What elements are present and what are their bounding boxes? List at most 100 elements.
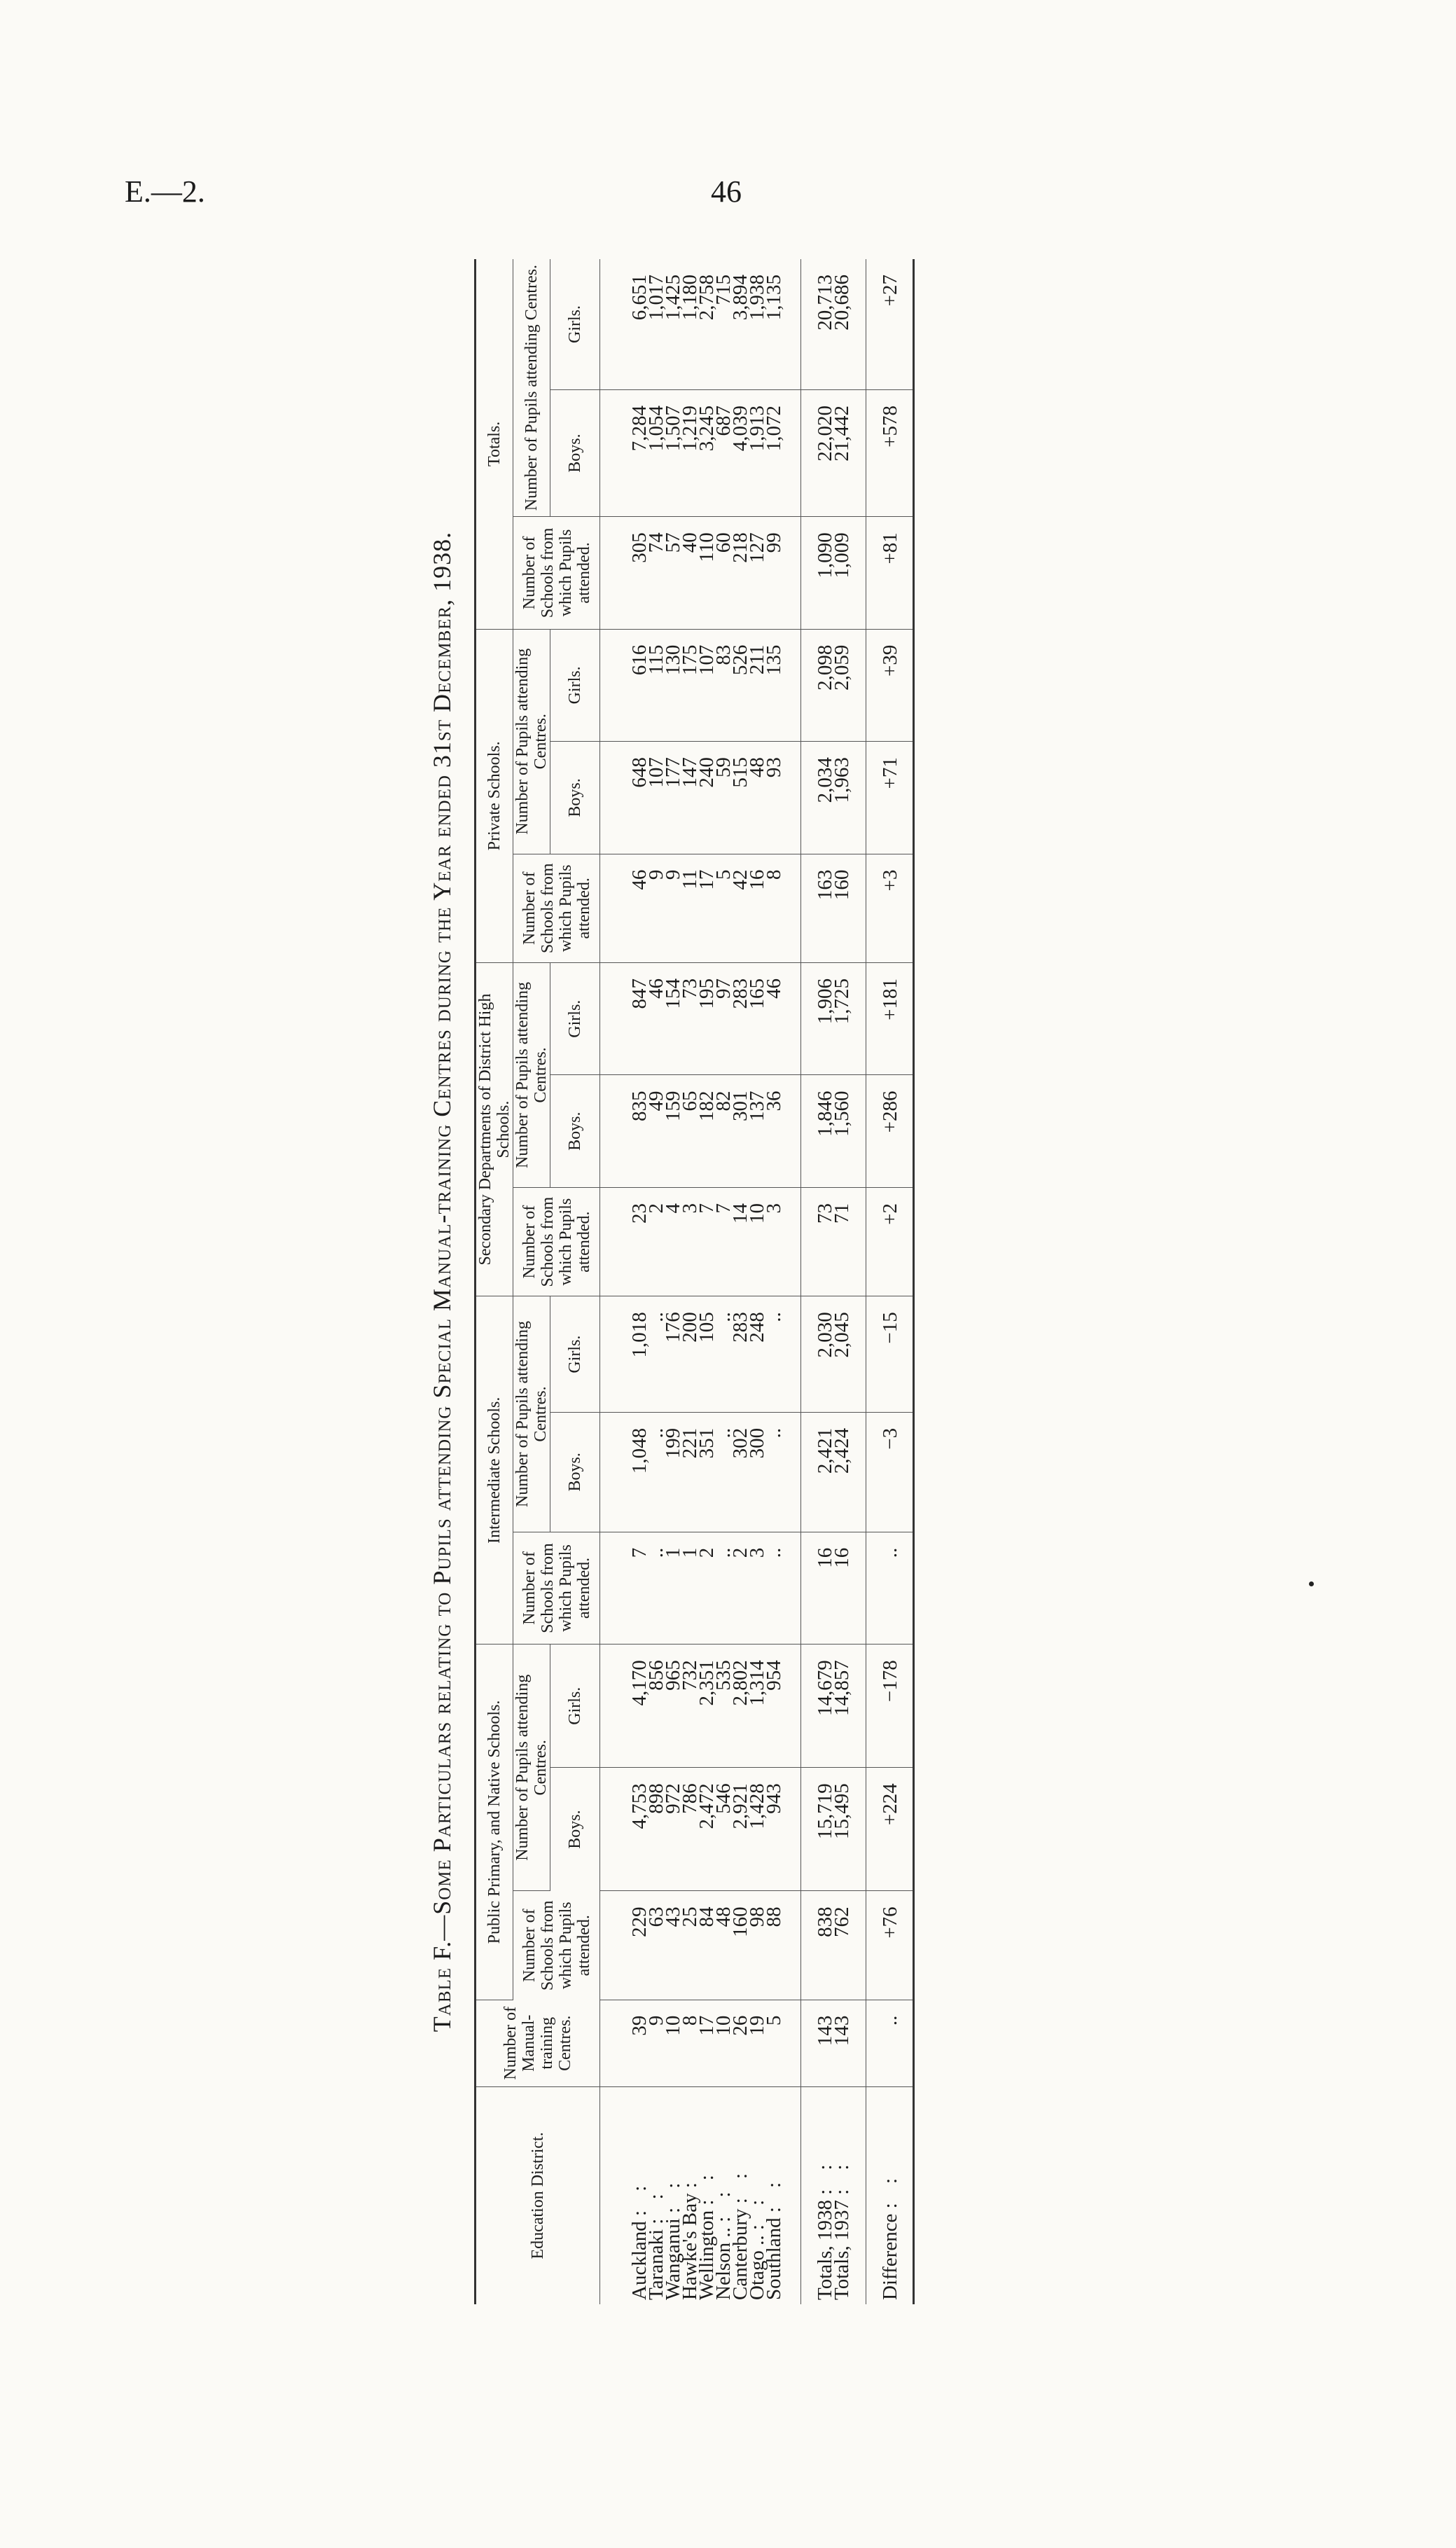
value-cell: 648 [599, 741, 651, 854]
value-cell: 46 [763, 962, 801, 1075]
header-boys: Boys. [550, 389, 600, 517]
header-pupils: Number of Pupils attending Centres. [513, 629, 550, 854]
value-cell: 7 [599, 1532, 651, 1645]
header-boys: Boys. [550, 741, 600, 854]
value-cell: 1,846 [800, 1074, 836, 1188]
header-centres: Number of Manual-training Centres. [475, 2000, 600, 2087]
value-cell: +39 [866, 629, 914, 742]
table-title-text: —Some Particulars relating to Pupils att… [428, 531, 456, 1941]
value-cell: 943 [763, 1767, 801, 1891]
header-pupils: Number of Pupils attending Centres. [513, 1644, 550, 1891]
value-cell: 954 [763, 1644, 801, 1768]
value-cell: −178 [866, 1644, 914, 1768]
value-cell: 14,679 [800, 1644, 836, 1768]
value-cell: .. [866, 1532, 914, 1645]
value-cell: +71 [866, 741, 914, 854]
leader-dots: : : [763, 2175, 785, 2213]
value-cell: .. [763, 1412, 801, 1532]
value-cell: 36 [763, 1074, 801, 1188]
value-cell: 17 [695, 2000, 718, 2087]
value-cell: 305 [599, 516, 651, 630]
value-cell: 2,059 [831, 629, 866, 742]
leader-dots: : : [879, 2170, 901, 2209]
district-cell: Auckland : : [600, 2086, 651, 2304]
value-cell: 1,072 [763, 389, 801, 517]
value-cell: 835 [599, 1074, 651, 1188]
value-cell: 229 [599, 1890, 651, 2000]
value-cell: 6,651 [599, 259, 651, 390]
header-pupils: Number of Pupils attending Centres. [513, 962, 550, 1188]
stray-mark [1309, 1581, 1314, 1586]
header-boys: Boys. [550, 1412, 600, 1532]
value-cell: +2 [866, 1187, 914, 1296]
header-pupils: Number of Pupils attending Centres. [513, 1296, 550, 1532]
value-cell: 39 [599, 2000, 651, 2087]
header-girls: Girls. [550, 259, 600, 390]
header-girls: Girls. [550, 1296, 600, 1413]
header-girls: Girls. [550, 1644, 600, 1768]
value-cell: 99 [763, 516, 801, 630]
value-cell: 1,135 [763, 259, 801, 390]
value-cell: 163 [800, 854, 836, 963]
header-girls: Girls. [550, 629, 600, 742]
value-cell: 762 [831, 1890, 866, 2000]
value-cell: .. [763, 1296, 801, 1413]
value-cell: 5 [763, 2000, 801, 2087]
district-name: Southland [763, 2217, 785, 2300]
value-cell: 20,713 [800, 259, 836, 390]
header-public: Public Primary, and Native Schools. [475, 1644, 513, 2000]
value-cell: +81 [866, 516, 914, 630]
value-cell: +286 [866, 1074, 914, 1188]
difference-row: Difference : :..+76+224−178..−3−15+2+286… [866, 259, 914, 2304]
district-cell: Totals, 1938 : : [800, 2086, 836, 2304]
value-cell: 8 [763, 854, 801, 963]
header-schools: Number of Schools from which Pupils atte… [513, 1187, 600, 1296]
header-girls: Girls. [550, 962, 600, 1075]
header-district: Education District. [475, 2086, 600, 2304]
value-cell: 135 [763, 629, 801, 742]
value-cell: 2,030 [800, 1296, 836, 1413]
value-cell: 1,725 [831, 962, 866, 1075]
value-cell: 143 [831, 2000, 866, 2087]
value-cell: 1,906 [800, 962, 836, 1075]
value-cell: 1,048 [599, 1412, 651, 1532]
value-cell: 14,857 [831, 1644, 866, 1768]
value-cell: 16 [831, 1532, 866, 1645]
value-cell: 838 [800, 1890, 836, 2000]
value-cell: 10 [712, 2000, 735, 2087]
value-cell: +578 [866, 389, 914, 517]
value-cell: 4,170 [599, 1644, 651, 1768]
header-private: Private Schools. [475, 629, 513, 963]
value-cell: 2,424 [831, 1412, 866, 1532]
header-schools: Number of Schools from which Pupils atte… [513, 1890, 600, 2000]
value-cell: +76 [866, 1890, 914, 2000]
value-cell: .. [763, 1532, 801, 1645]
value-cell: +224 [866, 1767, 914, 1891]
district-cell: Southland : : [763, 2086, 801, 2304]
value-cell: 8 [679, 2000, 701, 2087]
leader-dots: : : [831, 2157, 853, 2195]
value-cell: 19 [746, 2000, 768, 2087]
value-cell: 9 [645, 2000, 667, 2087]
table-title: Table F.—Some Particulars relating to Pu… [424, 259, 460, 2304]
value-cell: 2,421 [800, 1412, 836, 1532]
value-cell: 10 [662, 2000, 684, 2087]
header-pupils: Number of Pupils attending Centres. [513, 259, 550, 517]
page-number: 46 [711, 174, 742, 209]
value-cell: 2,098 [800, 629, 836, 742]
value-cell: 23 [599, 1187, 651, 1296]
value-cell: +27 [866, 259, 914, 390]
header-schools: Number of Schools from which Pupils atte… [513, 1532, 600, 1645]
value-cell: −3 [866, 1412, 914, 1532]
value-cell: 21,442 [831, 389, 866, 517]
value-cell: 26 [729, 2000, 751, 2087]
table-title-prefix: Table F. [428, 1940, 456, 2033]
value-cell: 1,560 [831, 1074, 866, 1188]
